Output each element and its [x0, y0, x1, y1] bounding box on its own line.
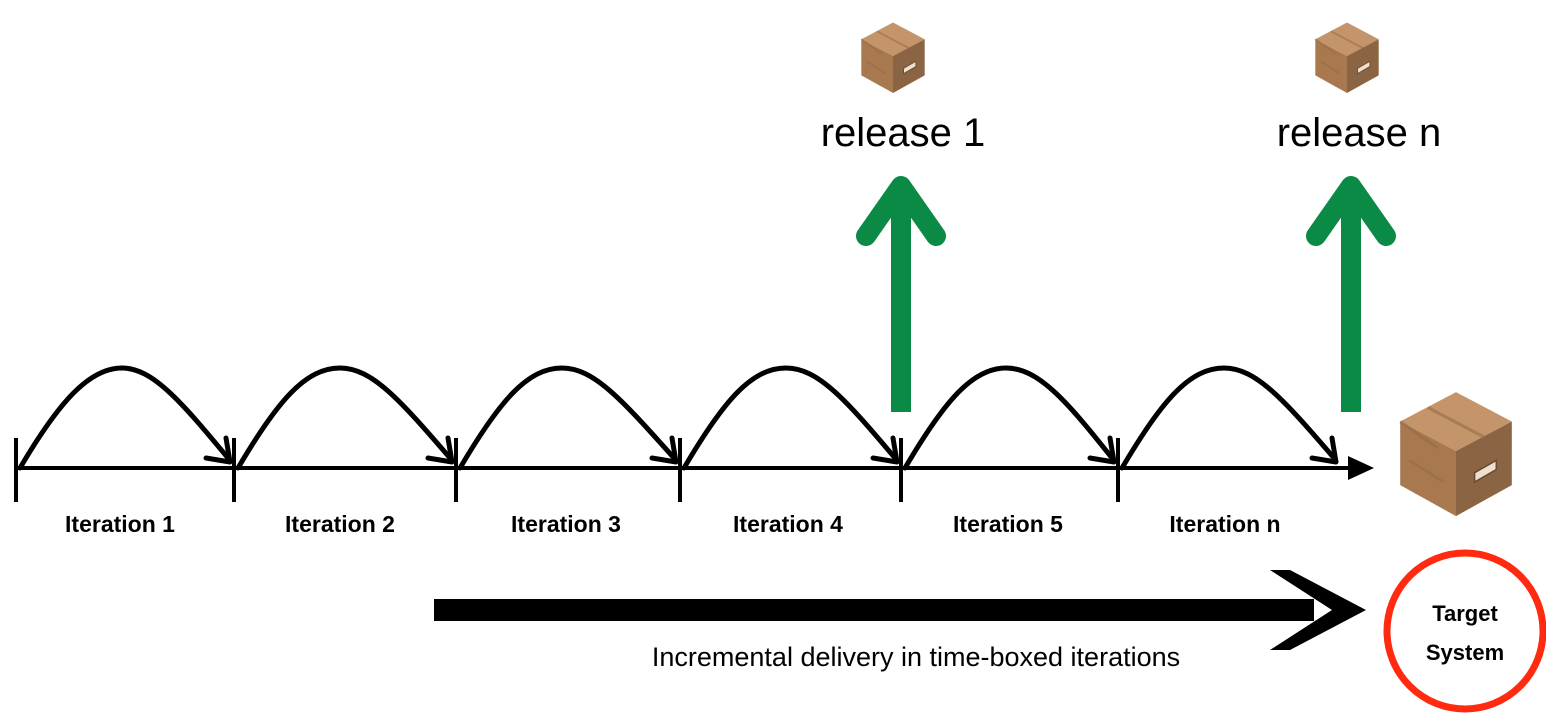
delivery-caption: Incremental delivery in time-boxed itera…	[652, 642, 1180, 672]
iteration-arc-head	[870, 435, 900, 465]
release-arrow	[1306, 176, 1396, 412]
iteration-arc-head	[649, 435, 679, 465]
iteration-label: Iteration 5	[953, 511, 1063, 537]
target-package-box-icon	[1398, 390, 1514, 518]
target-system-label: Target	[1432, 601, 1498, 626]
iteration-arc-head	[1087, 435, 1117, 465]
iteration-arc-head	[1309, 435, 1339, 465]
iteration-arc-head	[203, 435, 233, 465]
iteration-arc	[681, 365, 898, 471]
iteration-arc	[902, 365, 1115, 471]
iteration-label: Iteration 3	[511, 511, 621, 537]
iteration-arcs	[17, 365, 1339, 471]
iteration-label: Iteration 2	[285, 511, 395, 537]
release-label: release 1	[821, 111, 986, 155]
release-arrow	[856, 176, 946, 412]
package-box-icon	[1314, 21, 1380, 94]
delivery-arrow	[434, 570, 1366, 650]
iteration-label: Iteration 4	[733, 511, 843, 537]
iteration-arc-head	[425, 435, 455, 465]
target-system-circle	[1383, 549, 1546, 713]
timeline-arrowhead	[1348, 456, 1374, 480]
iteration-arc	[457, 365, 677, 471]
iteration-arc	[17, 365, 231, 471]
iteration-ticks	[14, 438, 1120, 502]
iteration-label: Iteration 1	[65, 511, 175, 537]
target-system-label: System	[1426, 640, 1504, 665]
iteration-arc	[235, 365, 453, 471]
release-label: release n	[1277, 111, 1442, 155]
iteration-arc	[1119, 365, 1337, 471]
package-box-icon	[860, 21, 926, 94]
iteration-label: Iteration n	[1169, 511, 1280, 537]
